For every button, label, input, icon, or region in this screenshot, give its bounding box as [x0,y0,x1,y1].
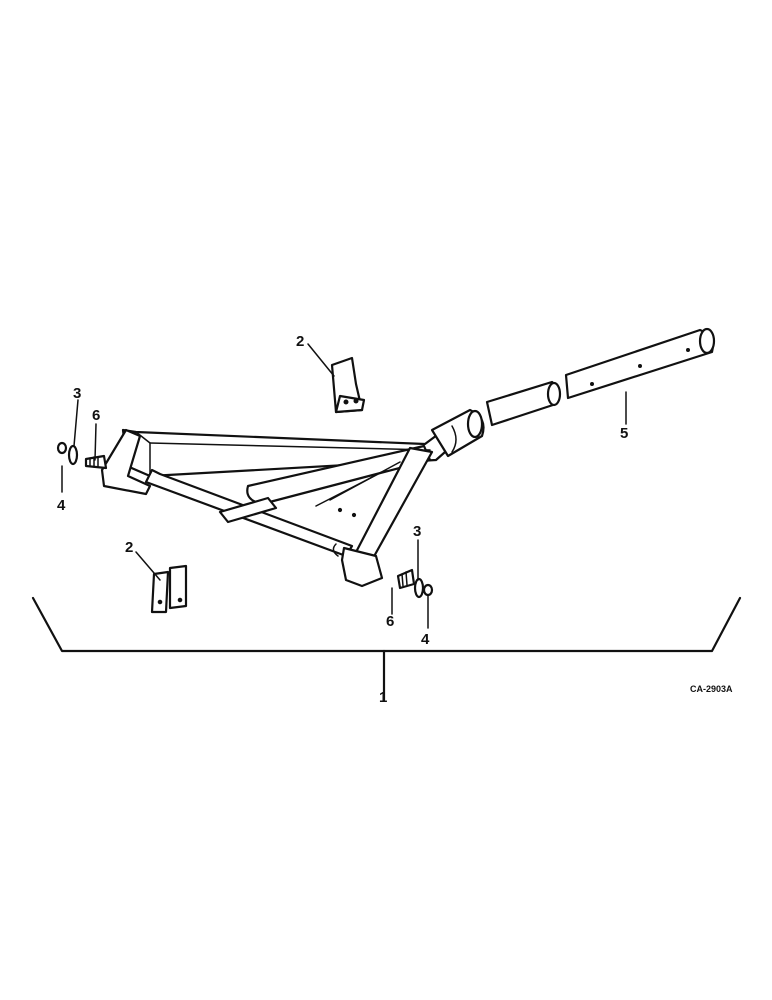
a-frame-part-1 [100,408,485,588]
nut-left-part-4 [56,441,68,455]
callout-bracket-upper: 2 [296,333,304,350]
callout-nut-left: 4 [57,497,66,514]
callout-bracket-lower: 2 [125,539,133,556]
spindle-left-part-6 [84,454,108,470]
bracket-upper-part-2 [330,356,366,414]
callout-nut-right: 4 [421,631,430,648]
assembly-bracket [31,596,742,702]
callout-washer-right: 3 [413,523,421,540]
reference-code: CA-2903A [690,684,733,694]
spindle-right-part-6 [396,568,416,590]
callout-frame: 1 [379,689,387,706]
washer-left-part-3 [67,444,79,466]
callout-tube: 5 [620,425,628,442]
bracket-lower-part-2 [150,564,188,614]
tube-part-5 [485,327,716,427]
washer-right-part-3 [413,577,425,599]
leader-lines [61,343,627,629]
callout-washer-left: 3 [73,385,81,402]
callout-spindle-left: 6 [92,407,100,424]
nut-right-part-4 [422,583,434,597]
callout-spindle-right: 6 [386,613,394,630]
